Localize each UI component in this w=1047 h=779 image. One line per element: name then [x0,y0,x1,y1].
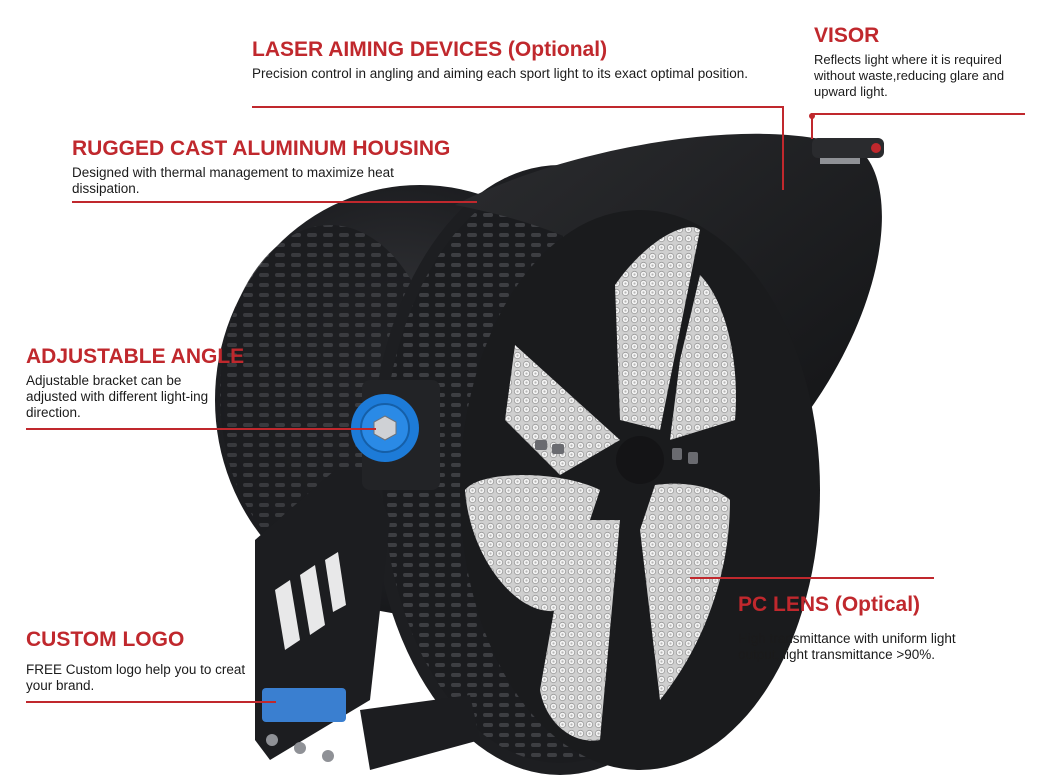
callout-title: LASER AIMING DEVICES (Optional) [252,38,608,61]
callout-title: PC LENS (Optical) [738,593,921,616]
visor-leader-h [813,113,1025,115]
laser-leader-v [782,106,784,190]
logo-leader [26,701,276,703]
housing-leader [72,201,477,203]
mounting-bracket [255,470,480,770]
callout-description: Precision control in angling and aiming … [252,66,749,81]
visor-leader-v [811,113,813,139]
callout-title: VISOR [814,24,880,47]
callout-visor: VISOR Reflects light where it is require… [814,24,1046,100]
front-face [460,210,820,770]
angle-leader [26,428,376,430]
callout-pc-lens: PC LENS (Optical) High transmittance wit… [738,593,1038,663]
callout-title: CUSTOM LOGO [26,628,185,651]
adjustment-knob [351,380,440,490]
laser-leader-h [252,106,784,108]
callout-description: FREE Custom logo help you to creat your … [26,662,246,693]
callout-description: Reflects light where it is required with… [814,52,1005,99]
callout-description: Adjustable bracket can be adjusted with … [26,373,209,420]
callout-title: ADJUSTABLE ANGLE [26,345,245,368]
lens-leader [690,577,934,579]
laser-aiming-device [812,138,884,164]
callout-housing: RUGGED CAST ALUMINUM HOUSING Designed wi… [72,137,492,197]
logo-tag [262,688,346,722]
callout-adjustable-angle: ADJUSTABLE ANGLE Adjustable bracket can … [26,345,246,421]
callout-description: Designed with thermal management to maxi… [72,165,394,196]
callout-title: RUGGED CAST ALUMINUM HOUSING [72,137,451,160]
callout-custom-logo: CUSTOM LOGO FREE Custom logo help you to… [26,628,256,694]
callout-laser-aiming: LASER AIMING DEVICES (Optional) Precisio… [252,38,772,82]
callout-description: High transmittance with uniform light ou… [738,631,956,662]
